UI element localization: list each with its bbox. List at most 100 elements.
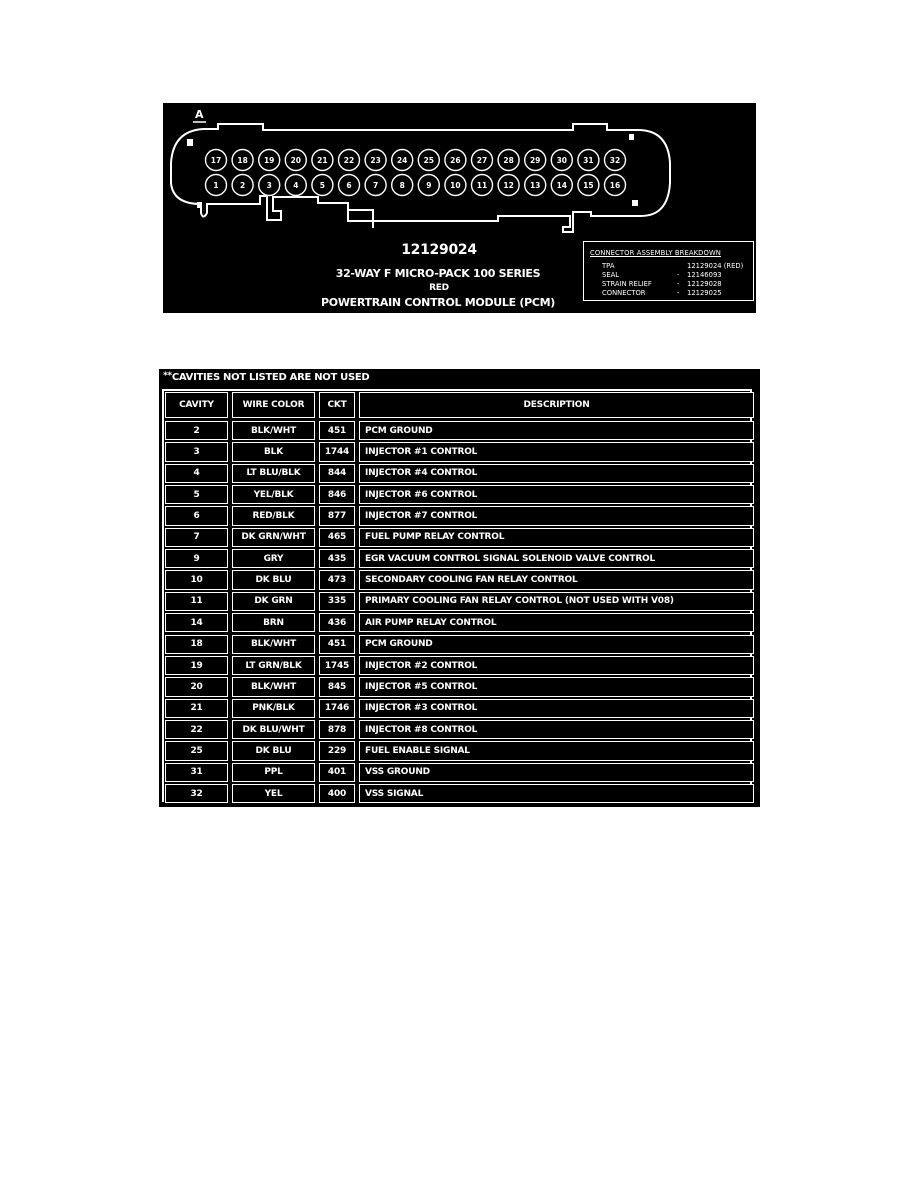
- cell-ckt: 401: [319, 762, 355, 782]
- breakdown-item-value: 12129024 (RED): [687, 262, 744, 270]
- cell-wire-color: BRN: [232, 613, 315, 633]
- pin-cavity-8: [390, 173, 414, 197]
- pin-number: 12: [503, 181, 513, 190]
- cell-description: VSS SIGNAL: [359, 783, 754, 804]
- cell-description: AIR PUMP RELAY CONTROL: [359, 613, 754, 633]
- key-square-icon: [187, 139, 193, 146]
- connector-color: RED: [429, 283, 449, 293]
- cell-description: INJECTOR #7 CONTROL: [359, 506, 754, 526]
- cell-wire-color: BLK: [232, 442, 315, 462]
- cell-cavity: 7: [165, 527, 228, 548]
- key-square-icon: [629, 134, 634, 140]
- part-number: 12129024: [401, 242, 477, 258]
- pin-number: 14: [557, 181, 567, 190]
- breakdown-item-strain-relief: STRAIN RELIEF - 12129028: [584, 280, 755, 290]
- cell-ckt: 229: [319, 741, 355, 761]
- cell-description: EGR VACUUM CONTROL SIGNAL SOLENOID VALVE…: [359, 549, 754, 569]
- module-name: POWERTRAIN CONTROL MODULE (PCM): [321, 296, 555, 309]
- cell-description: FUEL ENABLE SIGNAL: [359, 741, 754, 761]
- key-square-icon: [632, 200, 638, 206]
- pin-cavity-14: [550, 173, 573, 197]
- pin-cavity-3: [257, 173, 281, 197]
- cell-cavity: 20: [165, 677, 228, 697]
- pin-cavity-31: [577, 148, 600, 172]
- pin-number: 17: [211, 156, 221, 165]
- pin-number: 18: [237, 156, 247, 165]
- pin-number: 27: [477, 156, 487, 165]
- cell-description: PCM GROUND: [359, 421, 754, 441]
- unused-cavities-note: **CAVITIES NOT LISTED ARE NOT USED: [163, 371, 370, 383]
- cell-ckt: 335: [319, 591, 355, 612]
- header-ckt: CKT: [319, 392, 355, 418]
- cell-wire-color: LT BLU/BLK: [232, 463, 315, 484]
- pin-cavity-13: [524, 173, 547, 197]
- pin-cavity-23: [364, 148, 387, 172]
- note-text: CAVITIES NOT LISTED ARE NOT USED: [171, 372, 370, 383]
- pin-cavity-27: [470, 148, 494, 172]
- cell-description: SECONDARY COOLING FAN RELAY CONTROL: [359, 570, 754, 590]
- cavity-a-marker: A: [195, 108, 204, 121]
- pin-cavity-18: [231, 148, 254, 172]
- cell-wire-color: DK BLU: [232, 570, 315, 590]
- cell-cavity: 21: [165, 698, 228, 718]
- cell-cavity: 4: [165, 463, 228, 484]
- pin-cavity-24: [390, 148, 414, 172]
- pin-number: 7: [373, 181, 378, 190]
- cell-cavity: 19: [165, 655, 228, 676]
- pin-number: 8: [400, 181, 405, 190]
- pin-number: 9: [426, 181, 431, 190]
- cell-cavity: 32: [165, 783, 228, 804]
- pin-cavity-19: [257, 148, 281, 172]
- pin-number: 20: [291, 156, 301, 165]
- cell-ckt: 473: [319, 570, 355, 590]
- pin-cavity-2: [231, 173, 254, 197]
- key-square-icon: [197, 202, 202, 208]
- cell-wire-color: BLK/WHT: [232, 677, 315, 697]
- cell-description: FUEL PUMP RELAY CONTROL: [359, 527, 754, 548]
- cell-wire-color: DK BLU/WHT: [232, 719, 315, 740]
- pin-number: 25: [424, 156, 434, 165]
- cell-cavity: 10: [165, 570, 228, 590]
- cell-wire-color: PPL: [232, 762, 315, 782]
- cell-ckt: 436: [319, 613, 355, 633]
- pin-number: 10: [450, 181, 460, 190]
- cell-wire-color: RED/BLK: [232, 506, 315, 526]
- pin-cavity-30: [550, 148, 573, 172]
- breakdown-item-dash: -: [677, 280, 680, 288]
- cell-wire-color: DK BLU: [232, 741, 315, 761]
- pin-number: 1: [213, 181, 218, 190]
- cell-wire-color: GRY: [232, 549, 315, 569]
- cell-cavity: 9: [165, 549, 228, 569]
- cell-wire-color: YEL/BLK: [232, 485, 315, 505]
- pin-number: 3: [267, 181, 272, 190]
- pin-cavity-10: [444, 173, 467, 197]
- cell-wire-color: BLK/WHT: [232, 634, 315, 654]
- pin-number: 32: [610, 156, 620, 165]
- pin-number: 11: [477, 181, 487, 190]
- cell-wire-color: DK GRN/WHT: [232, 527, 315, 548]
- cell-cavity: 25: [165, 741, 228, 761]
- connector-series: 32-WAY F MICRO-PACK 100 SERIES: [335, 267, 541, 280]
- pin-number: 6: [346, 181, 351, 190]
- breakdown-item-value: 12146093: [687, 271, 722, 279]
- pin-number: 4: [293, 181, 298, 190]
- cell-cavity: 5: [165, 485, 228, 505]
- cell-description: VSS GROUND: [359, 762, 754, 782]
- pin-number: 22: [344, 156, 354, 165]
- cell-ckt: 878: [319, 719, 355, 740]
- breakdown-item-name: STRAIN RELIEF: [602, 280, 652, 288]
- pin-cavity-21: [311, 148, 334, 172]
- cell-cavity: 3: [165, 442, 228, 462]
- cell-ckt: 1745: [319, 655, 355, 676]
- pin-cavity-15: [577, 173, 600, 197]
- cell-ckt: 877: [319, 506, 355, 526]
- cell-cavity: 18: [165, 634, 228, 654]
- pin-number: 26: [450, 156, 460, 165]
- pin-cavity-20: [284, 148, 308, 172]
- cell-wire-color: DK GRN: [232, 591, 315, 612]
- cell-cavity: 11: [165, 591, 228, 612]
- pin-cavity-7: [364, 173, 387, 197]
- breakdown-item-name: CONNECTOR: [602, 289, 646, 297]
